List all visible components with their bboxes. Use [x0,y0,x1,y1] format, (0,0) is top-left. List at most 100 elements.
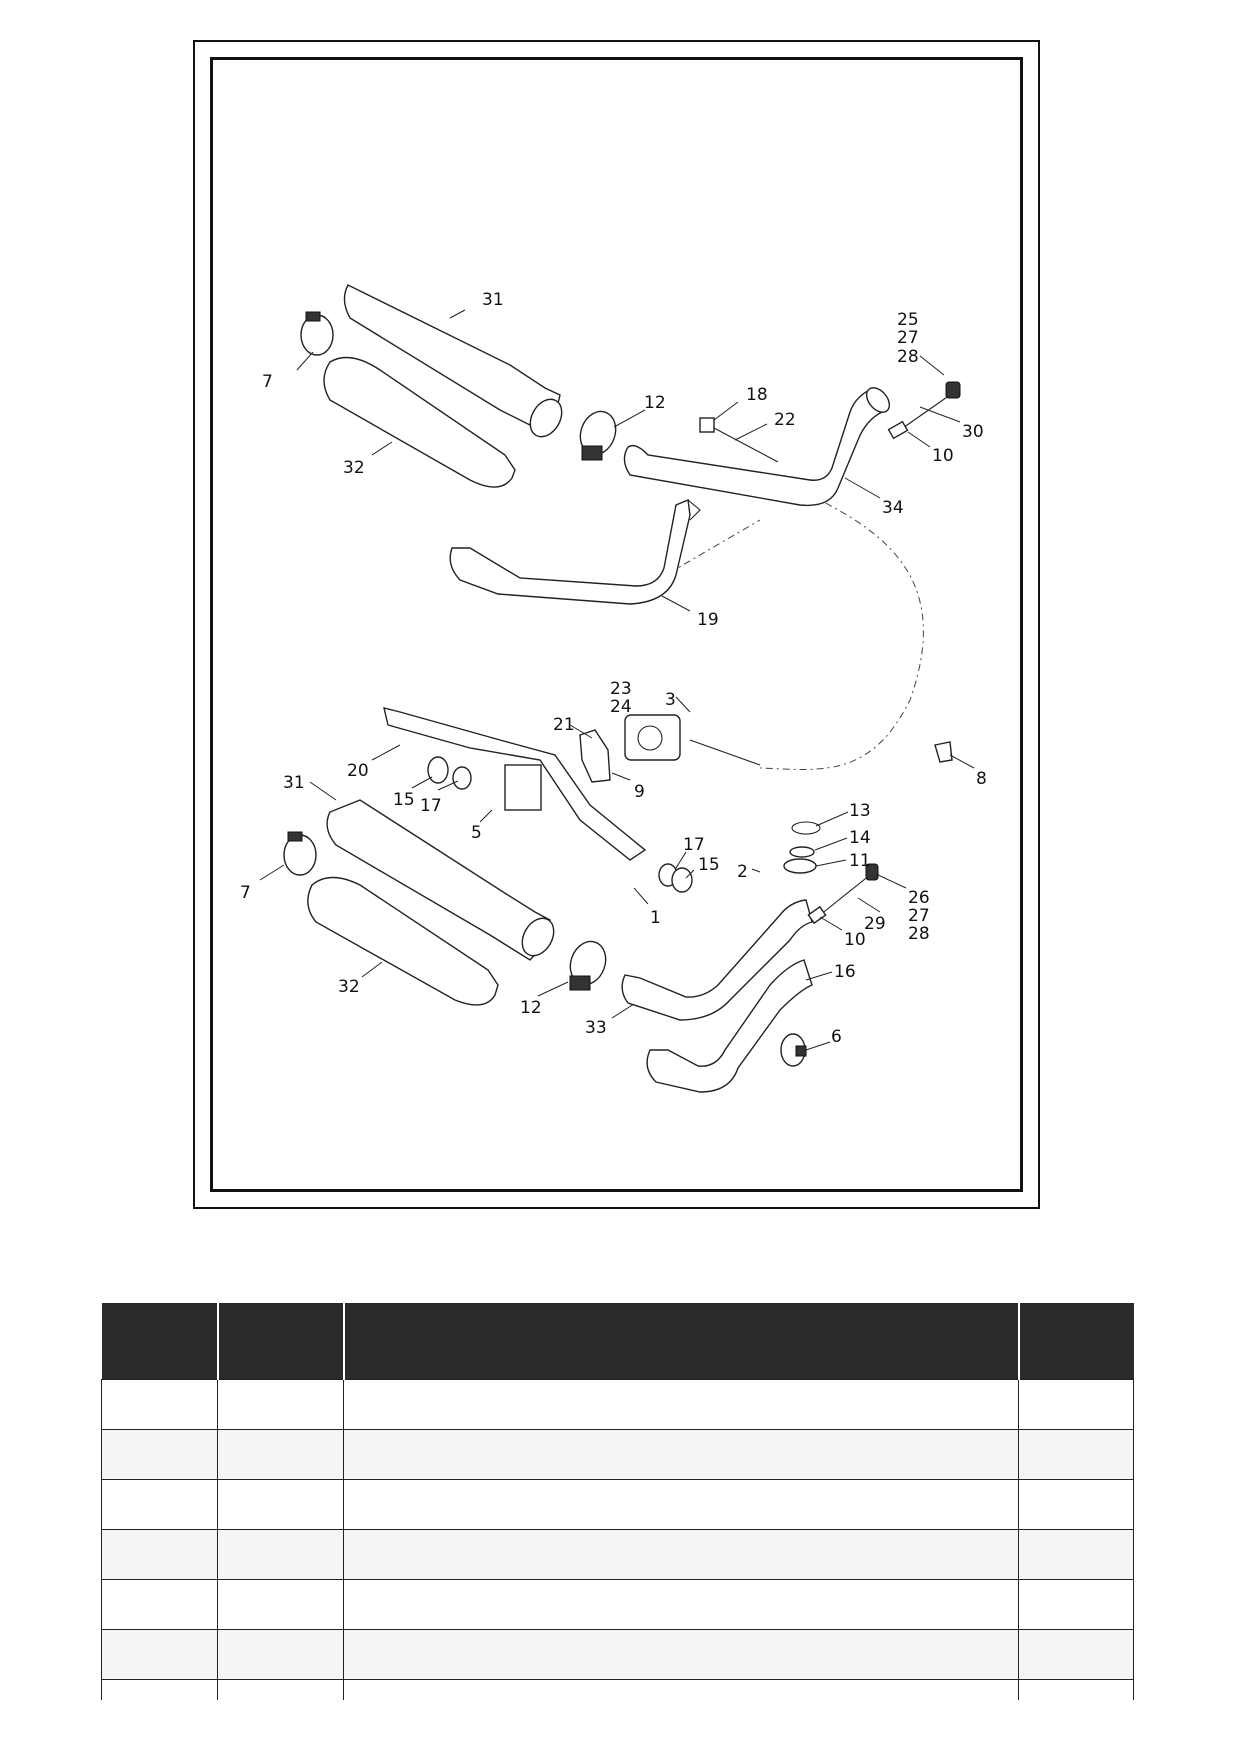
callout-5: 5 [471,823,482,843]
table-cell [343,1579,1019,1630]
diagram-outer-frame [193,40,1040,1209]
o2-sensor-upper [887,381,961,440]
callout-12-upper: 12 [644,393,666,413]
table-cell [1018,1579,1134,1630]
callout-30: 30 [962,422,984,442]
pipe-33 [621,899,813,1021]
callout-12-lower: 12 [520,998,542,1018]
table-cell [343,1529,1019,1580]
diagram-inner-frame [210,57,1023,1192]
callout-33: 33 [585,1018,607,1038]
o2-sensor-lower [807,863,879,925]
table-cell [343,1629,1019,1680]
callout-11: 11 [849,851,871,871]
header-cell [101,1303,219,1380]
gaskets-11-13-14 [783,821,821,874]
clamp-upper-12 [579,410,617,461]
clamp-upper-7 [300,311,334,356]
callout-1: 1 [650,908,661,928]
leader-lines [259,309,975,1051]
table-cell [101,1679,218,1700]
table-cell [343,1679,1019,1700]
heat-shield-lower [307,876,499,1006]
clamp-lower-12 [569,940,607,991]
callout-26: 26 [908,888,930,908]
table-cell [217,1479,344,1530]
muffler-lower [326,799,555,961]
muffler-upper [343,284,563,438]
callout-28-upper: 28 [897,347,919,367]
callout-17-right: 17 [683,835,705,855]
table-cell [1018,1479,1134,1530]
table-cell [101,1529,218,1580]
callout-10-upper: 10 [932,446,954,466]
table-cell [343,1379,1019,1430]
callout-22: 22 [774,410,796,430]
table-cell [101,1429,218,1480]
table-cell [1018,1529,1134,1580]
fastener-8 [934,741,953,763]
routing-line [759,479,924,770]
callout-31-upper: 31 [482,290,504,310]
clamp-lower-7 [283,831,317,876]
heat-shield-upper [323,356,516,488]
callout-6: 6 [831,1027,842,1047]
table-cell [1018,1629,1134,1680]
callout-7-lower: 7 [240,883,251,903]
callout-14: 14 [849,828,871,848]
callout-3: 3 [665,690,676,710]
callout-25: 25 [897,310,919,330]
header-cell [217,1303,345,1380]
table-cell [217,1629,344,1680]
bracket-18-22 [699,417,779,463]
table-cell [217,1379,344,1430]
exhaust-exploded-diagram: 31 7 32 12 18 22 25 27 28 30 10 34 1 9 23… [240,284,987,1093]
callout-9: 9 [634,782,645,802]
table-row [101,1479,1134,1530]
table-row [101,1629,1134,1680]
clamp-15-17-left [427,756,472,790]
valve-actuator-23-24 [624,714,761,766]
table-cell [217,1679,344,1700]
parts-table [101,1303,1134,1700]
table-row [101,1529,1134,1580]
callout-27-lower: 27 [908,906,930,926]
table-cell [1018,1679,1134,1700]
pipe-16 [646,959,813,1093]
callout-7-upper: 7 [262,372,273,392]
clamp-6 [780,1033,807,1067]
table-cell [1018,1429,1134,1480]
table-cell [101,1479,218,1530]
callout-32-upper: 32 [343,458,365,478]
callout-24: 24 [610,697,632,717]
mount-bracket-20 [383,707,647,861]
header-cell [1018,1303,1134,1380]
table-row [101,1429,1134,1480]
pipe-34 [623,387,891,507]
table-cell [217,1529,344,1580]
callout-20: 20 [347,761,369,781]
table-row [101,1679,1134,1700]
table-cell [217,1429,344,1480]
callout-29: 29 [864,914,886,934]
callout-27-upper: 27 [897,328,919,348]
callout-17-left: 17 [420,796,442,816]
bracket-21 [579,729,611,783]
table-row [101,1379,1134,1430]
callout-23: 23 [610,679,632,699]
callout-21: 21 [553,715,575,735]
pipe-19 [449,499,701,605]
callout-31-lower: 31 [283,773,305,793]
table-cell [343,1429,1019,1480]
callout-15-right: 15 [698,855,720,875]
table-row [101,1579,1134,1630]
clamp-15-17-right [658,863,693,893]
table-cell [101,1629,218,1680]
table-cell [217,1579,344,1630]
callout-15-left: 15 [393,790,415,810]
parts-table-header [101,1303,1134,1380]
callout-34: 34 [882,498,904,518]
callout-13: 13 [849,801,871,821]
callout-18: 18 [746,385,768,405]
callout-32-lower: 32 [338,977,360,997]
